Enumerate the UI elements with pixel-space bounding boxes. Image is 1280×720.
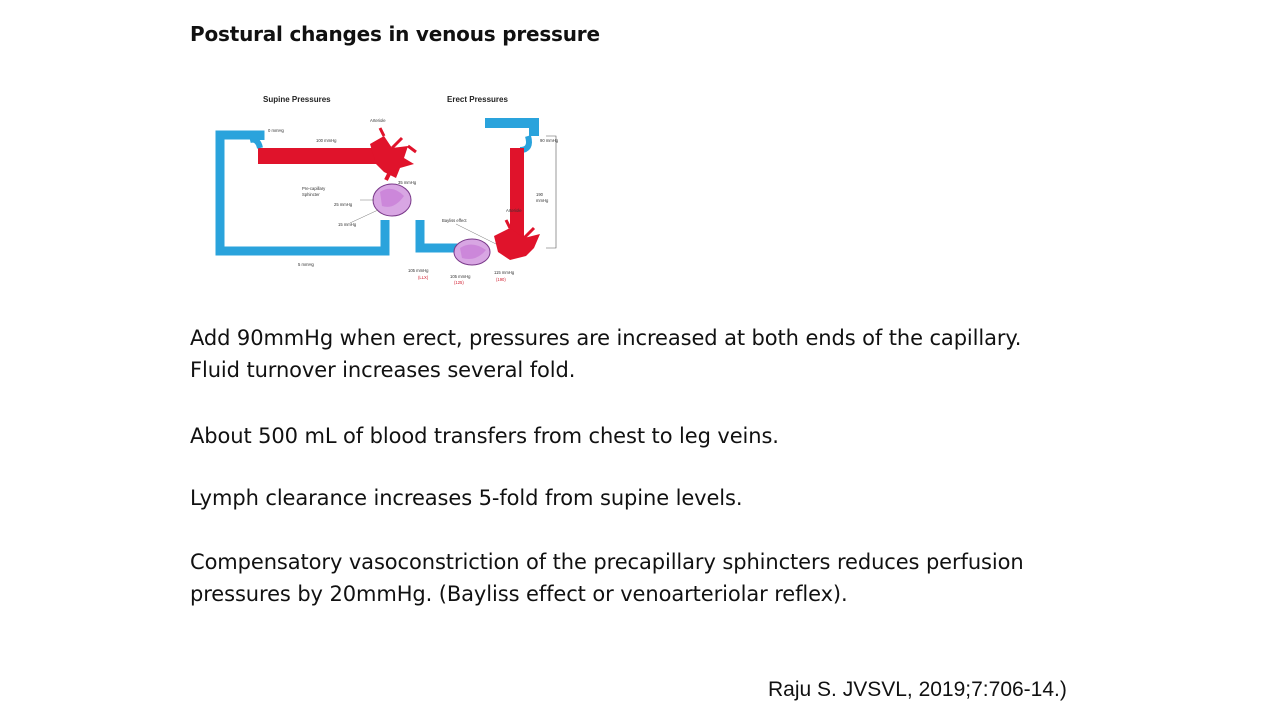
- supine-vein: [215, 130, 390, 256]
- erect-circuit: 90 mmHg 190 mmHg Arteriole Bayliss effec…: [408, 118, 559, 285]
- paragraph-erect-pressure: Add 90mmHg when erect, pressures are inc…: [190, 322, 1021, 386]
- citation: Raju S. JVSVL, 2019;7:706-14.): [768, 678, 1067, 701]
- svg-text:100 mmHg: 100 mmHg: [316, 138, 337, 143]
- supine-circuit: 0 mmHg 100 mmHg Arteriole Pre-capillary …: [215, 118, 417, 267]
- svg-text:Pre-capillary: Pre-capillary: [302, 186, 326, 191]
- svg-text:0 mmHg: 0 mmHg: [268, 128, 284, 133]
- svg-text:(190): (190): [496, 277, 506, 282]
- svg-text:Arteriole: Arteriole: [506, 208, 522, 213]
- svg-text:15 mmHg: 15 mmHg: [338, 222, 357, 227]
- erect-pressures-label: Erect Pressures: [447, 95, 508, 104]
- erect-vein-top: [485, 118, 539, 136]
- svg-text:Arteriole: Arteriole: [370, 118, 386, 123]
- svg-text:Bayliss effect: Bayliss effect: [442, 218, 467, 223]
- paragraph-line: About 500 mL of blood transfers from che…: [190, 424, 779, 448]
- svg-text:35 mmHg: 35 mmHg: [398, 180, 417, 185]
- paragraph-line: Compensatory vasoconstriction of the pre…: [190, 550, 1024, 606]
- svg-text:105 mmHg: 105 mmHg: [450, 274, 471, 279]
- svg-text:90 mmHg: 90 mmHg: [540, 138, 559, 143]
- supine-pressures-label: Supine Pressures: [263, 95, 331, 104]
- svg-text:190: 190: [536, 192, 544, 197]
- paragraph-blood-transfer: About 500 mL of blood transfers from che…: [190, 420, 779, 452]
- paragraph-vasoconstriction: Compensatory vasoconstriction of the pre…: [190, 546, 1024, 610]
- paragraph-line: Lymph clearance increases 5-fold from su…: [190, 486, 743, 510]
- paragraph-lymph-clearance: Lymph clearance increases 5-fold from su…: [190, 482, 743, 514]
- svg-text:115 mmHg: 115 mmHg: [494, 270, 515, 275]
- erect-artery: [510, 148, 524, 248]
- svg-text:(LLX): (LLX): [418, 275, 429, 280]
- svg-text:mmHg: mmHg: [536, 198, 549, 203]
- venous-pressure-diagram: Supine Pressures Erect Pressures 0 mmHg …: [210, 88, 575, 293]
- erect-vein-bottom: [415, 220, 458, 253]
- svg-text:(125): (125): [454, 280, 464, 285]
- svg-text:25 mmHg: 25 mmHg: [334, 202, 353, 207]
- paragraph-line: Add 90mmHg when erect, pressures are inc…: [190, 326, 1022, 382]
- svg-text:5 mmHg: 5 mmHg: [298, 262, 314, 267]
- supine-artery: [258, 148, 376, 164]
- svg-text:Sphincter: Sphincter: [302, 192, 320, 197]
- slide-title: Postural changes in venous pressure: [190, 22, 600, 46]
- svg-text:105 mmHg: 105 mmHg: [408, 268, 429, 273]
